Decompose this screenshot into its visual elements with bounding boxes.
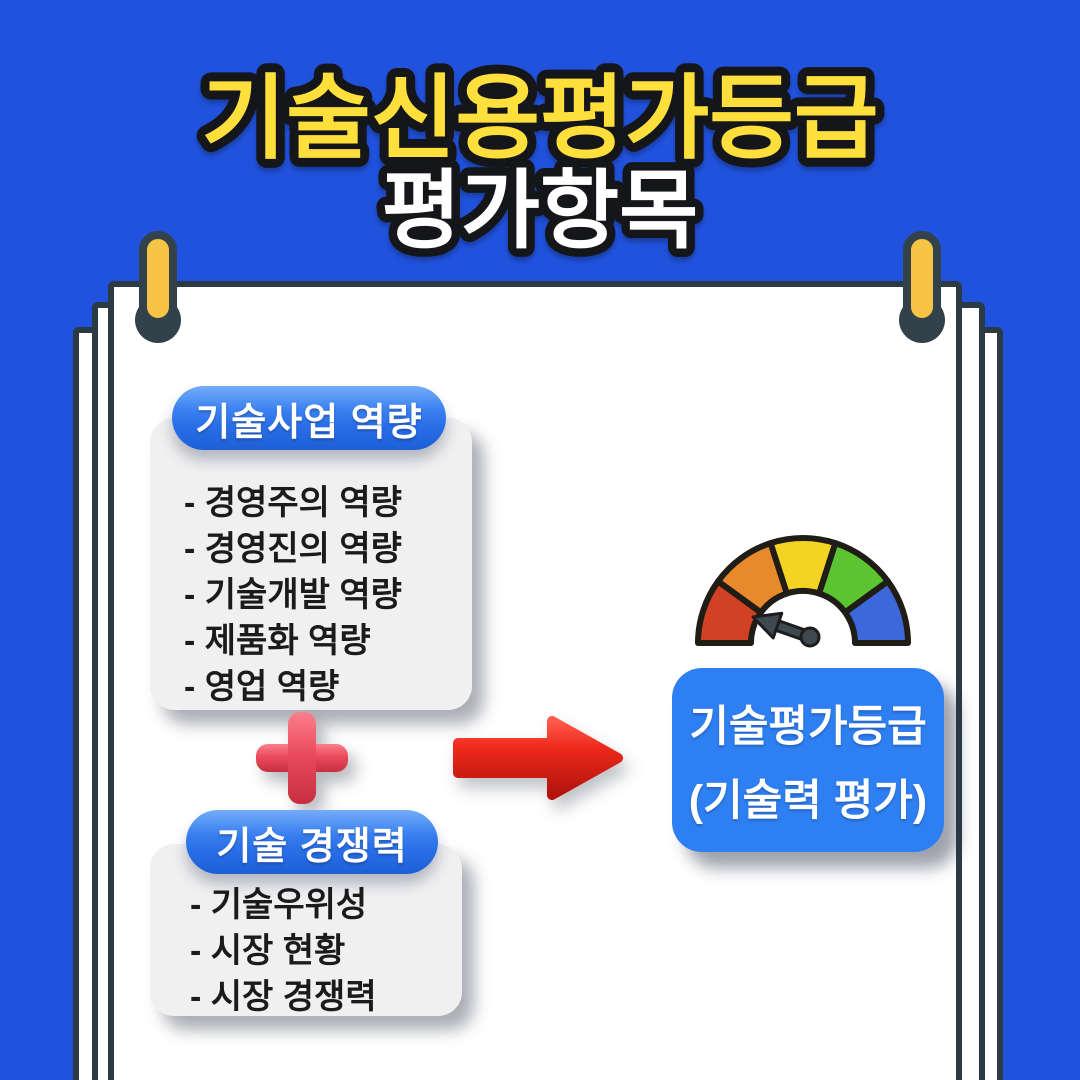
list-item: - 경영진의 역량 xyxy=(184,530,402,568)
page-title: 기술신용평가등급 평가항목 xyxy=(192,59,887,268)
push-pin-icon xyxy=(903,231,941,326)
list-item: - 시장 현황 xyxy=(190,932,346,970)
badge-tech-business-capability: 기술사업 역량 xyxy=(172,386,446,450)
badge-tech-competitiveness: 기술 경쟁력 xyxy=(186,810,438,874)
result-line-2: (기술력 평가) xyxy=(688,777,928,825)
result-box-tech-rating: 기술평가등급 (기술력 평가) xyxy=(672,668,944,852)
tech-business-capability-card: - 경영주의 역량 - 경영진의 역량 - 기술개발 역량 - 제품화 역량 -… xyxy=(150,418,472,710)
gauge-needle-icon xyxy=(751,611,821,648)
gauge-segment-blue xyxy=(842,578,911,646)
arrow-right-icon xyxy=(453,716,623,800)
list-item: - 기술우위성 xyxy=(190,886,368,924)
plus-icon xyxy=(256,712,348,804)
list-item: - 제품화 역량 xyxy=(184,622,371,660)
title-line-1: 기술신용평가등급 xyxy=(201,68,878,170)
list-item: - 영업 역량 xyxy=(184,668,340,706)
title-line-2: 평가항목 xyxy=(382,163,698,259)
push-pin-icon xyxy=(139,231,177,326)
list-item: - 경영주의 역량 xyxy=(184,484,402,522)
result-line-1: 기술평가등급 xyxy=(689,703,927,751)
list-item: - 기술개발 역량 xyxy=(184,576,402,614)
list-item: - 시장 경쟁력 xyxy=(190,978,377,1016)
gauge-meter-icon xyxy=(695,534,911,648)
